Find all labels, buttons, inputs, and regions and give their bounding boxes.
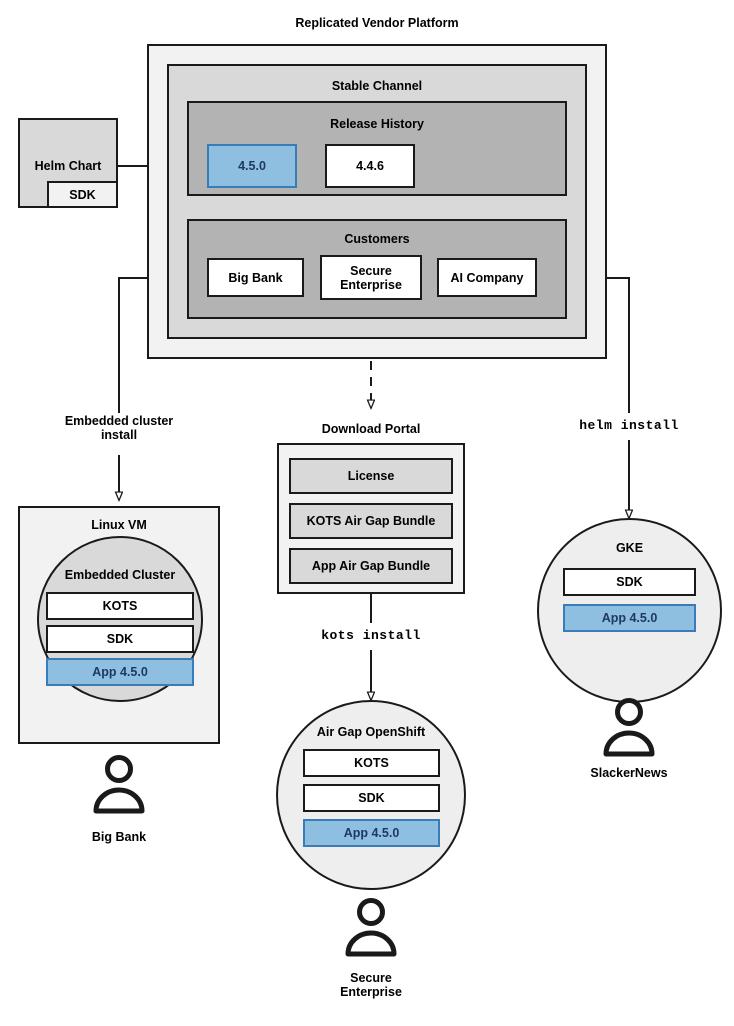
- user-label-slackernews: SlackerNews: [590, 766, 668, 780]
- user-icon-slackernews: [603, 698, 655, 757]
- customer-big-bank[interactable]: Big Bank: [207, 258, 304, 297]
- customers-title: Customers: [344, 232, 410, 246]
- user-label-big-bank: Big Bank: [91, 830, 147, 844]
- openshift-component-app[interactable]: App 4.5.0: [303, 819, 440, 847]
- release-chip-4-5-0[interactable]: 4.5.0: [207, 144, 297, 188]
- portal-artifact-app-air-gap-bundle[interactable]: App Air Gap Bundle: [289, 548, 453, 584]
- stable-channel-title: Stable Channel: [331, 79, 423, 93]
- flow-label-helm-install: helm install: [579, 418, 679, 433]
- linuxvm-component-app[interactable]: App 4.5.0: [46, 658, 194, 686]
- gke-title: GKE: [615, 541, 644, 555]
- customer-ai-company[interactable]: AI Company: [437, 258, 537, 297]
- gke-component-sdk[interactable]: SDK: [563, 568, 696, 596]
- user-icon-big-bank: [93, 755, 145, 814]
- portal-artifact-license[interactable]: License: [289, 458, 453, 494]
- user-label-secure-enterprise: Secure Enterprise: [340, 971, 402, 1000]
- linuxvm-component-kots[interactable]: KOTS: [46, 592, 194, 620]
- gke-component-app[interactable]: App 4.5.0: [563, 604, 696, 632]
- linux-vm-title: Linux VM: [91, 518, 147, 532]
- airgap-openshift-title: Air Gap OpenShift: [316, 725, 426, 739]
- release-history-title: Release History: [330, 117, 424, 131]
- flow-label-embedded-cluster-install: Embedded cluster install: [64, 414, 174, 443]
- customer-secure-enterprise[interactable]: Secure Enterprise: [320, 255, 422, 300]
- linuxvm-component-sdk[interactable]: SDK: [46, 625, 194, 653]
- embedded-cluster-title: Embedded Cluster: [64, 568, 176, 582]
- helm-chart-sdk-box[interactable]: SDK: [47, 181, 118, 208]
- page-title: Replicated Vendor Platform: [295, 16, 459, 30]
- helm-chart-title: Helm Chart: [34, 159, 102, 173]
- portal-artifact-kots-air-gap-bundle[interactable]: KOTS Air Gap Bundle: [289, 503, 453, 539]
- openshift-component-kots[interactable]: KOTS: [303, 749, 440, 777]
- flow-label-download-portal: Download Portal: [321, 422, 421, 436]
- release-chip-4-4-6[interactable]: 4.4.6: [325, 144, 415, 188]
- flow-label-kots-install: kots install: [321, 628, 421, 643]
- user-icon-secure-enterprise: [345, 898, 397, 957]
- openshift-component-sdk[interactable]: SDK: [303, 784, 440, 812]
